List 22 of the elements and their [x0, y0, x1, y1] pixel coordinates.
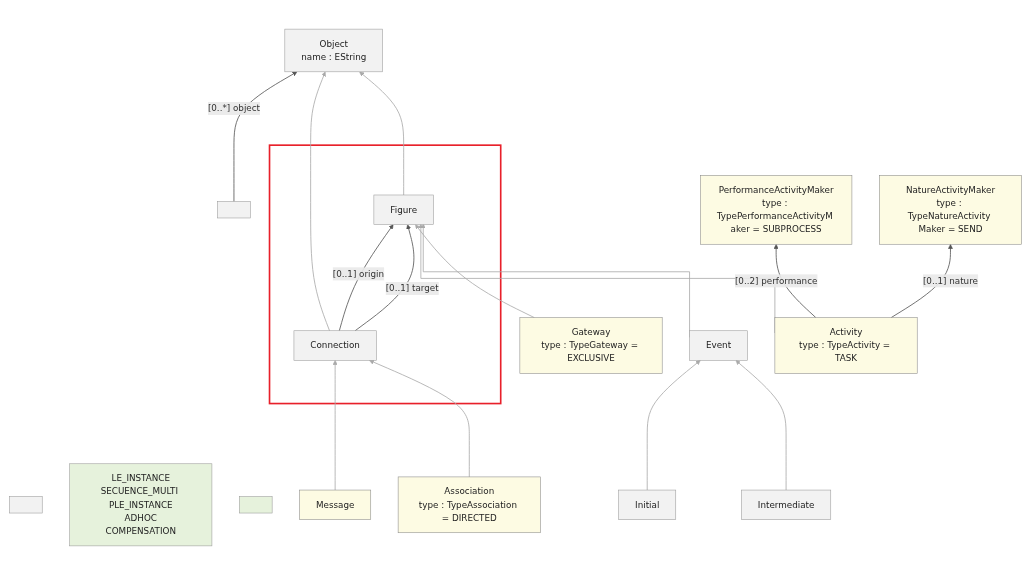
node-box [9, 496, 43, 514]
node-box [239, 496, 273, 514]
node-box: PerformanceActivityMaker type : TypePerformanceActivityM aker = SUBPROCESS [700, 175, 853, 245]
node-box: Gateway type : TypeGateway = EXCLUSIVE [519, 317, 663, 374]
node-box: Association type : TypeAssociation = DIRECTED [397, 476, 541, 534]
edge-label: [0..1] nature [922, 275, 978, 286]
node-box: Intermediate [741, 489, 832, 520]
edge-label: [0..*] object [207, 103, 261, 114]
edge-label: [0..1] target [385, 283, 439, 294]
node-box: LE_INSTANCE SECUENCE_MULTI PLE_INSTANCE ADHOC COMPENSATION [69, 463, 213, 547]
node-box: Figure [373, 194, 434, 225]
edge-label: [0..2] performance [734, 275, 818, 286]
edge-label: [0..1] origin [332, 268, 385, 279]
node-box [217, 201, 251, 219]
node-box: NatureActivityMaker type : TypeNatureActivity Maker = SEND [879, 175, 1022, 245]
cluster [268, 144, 502, 405]
node-box: Connection [293, 330, 377, 361]
node-box: Object name : EString [284, 28, 383, 73]
node-box: Initial [618, 489, 677, 520]
node-box: Message [299, 489, 372, 520]
node-box: Event [689, 330, 748, 361]
node-box: Activity type : TypeActivity = TASK [774, 317, 918, 374]
